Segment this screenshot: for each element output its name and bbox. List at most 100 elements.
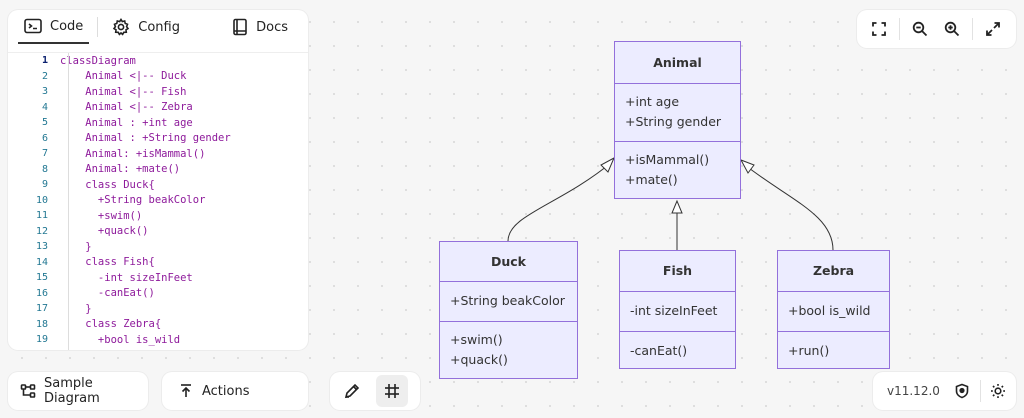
code-text: class Fish{ [60, 256, 155, 269]
expand-icon [985, 21, 1001, 37]
class-zebra-methods: +run() [778, 331, 889, 369]
class-zebra-title: Zebra [812, 263, 855, 278]
tab-config-label: Config [138, 19, 180, 35]
edge-zebra-arrowhead [739, 159, 755, 174]
toolbar-divider [972, 18, 973, 40]
version-label: v11.12.0 [887, 384, 940, 398]
class-duck[interactable]: Duck +String beakColor +swim() +quack() [439, 241, 578, 379]
line-number: 5 [41, 117, 48, 129]
sun-icon [990, 383, 1006, 399]
editor-panel: Code Config Docs 1 classDiagram 2 Animal <… [8, 10, 308, 350]
code-text: +swim() [60, 209, 143, 222]
class-animal-title: Animal [653, 55, 702, 70]
tab-docs-label: Docs [256, 19, 288, 35]
class-attribute: -int sizeInFeet [630, 303, 718, 318]
code-line[interactable]: 5 Animal : +int age [8, 115, 308, 131]
line-number: 19 [35, 334, 48, 346]
code-line[interactable]: 17 } [8, 301, 308, 317]
class-duck-attributes: +String beakColor [440, 281, 577, 321]
code-text: class Duck{ [60, 178, 155, 191]
class-zebra-attributes: +bool is_wild [778, 291, 889, 331]
code-line[interactable]: 4 Animal <|-- Zebra [8, 100, 308, 116]
code-line[interactable]: 15 -int sizeInFeet [8, 270, 308, 286]
class-fish-attributes: -int sizeInFeet [620, 291, 735, 331]
code-line[interactable]: 8 Animal: +mate() [8, 162, 308, 178]
edge-duck-arrowhead [600, 156, 616, 173]
line-number: 1 [41, 55, 48, 67]
code-line[interactable]: 1 classDiagram [8, 53, 308, 69]
sample-diagram-button[interactable]: Sample Diagram [8, 372, 148, 410]
code-line[interactable]: 16 -canEat() [8, 286, 308, 302]
code-text: Animal <|-- Zebra [60, 101, 193, 114]
zoom-in-button[interactable] [936, 13, 968, 45]
tab-config[interactable]: Config [106, 10, 186, 44]
tab-divider [97, 17, 99, 37]
upload-arrow-icon [178, 383, 194, 399]
tab-code[interactable]: Code [18, 10, 90, 44]
class-duck-methods: +swim() +quack() [440, 321, 577, 378]
code-text: Animal: +isMammal() [60, 147, 206, 160]
line-number: 16 [35, 287, 48, 299]
code-line[interactable]: 13 } [8, 239, 308, 255]
code-text: +quack() [60, 225, 149, 238]
class-attribute: +int age [625, 94, 680, 109]
code-text: Animal : +int age [60, 116, 193, 129]
line-number: 12 [35, 225, 48, 237]
code-line[interactable]: 6 Animal : +String gender [8, 131, 308, 147]
tab-docs[interactable]: Docs [226, 10, 294, 44]
code-line[interactable]: 14 class Fish{ [8, 255, 308, 271]
pen-icon [343, 382, 361, 400]
pen-button[interactable] [336, 375, 368, 407]
class-attribute: +String gender [625, 114, 722, 129]
zoom-out-button[interactable] [904, 13, 936, 45]
code-line[interactable]: 2 Animal <|-- Duck [8, 69, 308, 85]
class-fish[interactable]: Fish -int sizeInFeet -canEat() [619, 250, 736, 369]
class-attribute: +String beakColor [450, 293, 565, 308]
code-line[interactable]: 18 class Zebra{ [8, 317, 308, 333]
editor-tabs: Code Config Docs [8, 10, 308, 44]
code-text: } [60, 240, 92, 253]
shield-icon [954, 383, 970, 399]
class-animal[interactable]: Animal +int age +String gender +isMammal… [614, 41, 741, 199]
code-text: +run() [48, 349, 136, 350]
line-number: 7 [41, 148, 48, 160]
class-method: +mate() [625, 172, 678, 187]
code-line[interactable]: 19 +bool is_wild [8, 332, 308, 348]
sample-diagram-label: Sample Diagram [44, 376, 100, 406]
view-toolbar [857, 10, 1016, 48]
line-number: 4 [41, 101, 48, 113]
code-line[interactable]: 10 +String beakColor [8, 193, 308, 209]
code-line[interactable]: 20 +run() [8, 348, 308, 350]
actions-button[interactable]: Actions [162, 372, 308, 410]
line-number: 18 [35, 318, 48, 330]
gear-icon [112, 18, 130, 36]
code-text: +bool is_wild [60, 333, 181, 346]
class-attribute: +bool is_wild [788, 303, 871, 318]
diagram-nodes-icon [20, 383, 36, 399]
code-text: class Zebra{ [60, 318, 162, 331]
privacy-button[interactable] [948, 375, 976, 407]
code-line[interactable]: 11 +swim() [8, 208, 308, 224]
class-method: +run() [788, 343, 830, 358]
zoom-out-icon [912, 21, 928, 37]
code-line[interactable]: 12 +quack() [8, 224, 308, 240]
code-line[interactable]: 3 Animal <|-- Fish [8, 84, 308, 100]
fit-view-button[interactable] [863, 13, 895, 45]
theme-toggle-button[interactable] [984, 375, 1012, 407]
code-line[interactable]: 9 class Duck{ [8, 177, 308, 193]
grid-button[interactable] [376, 375, 408, 407]
toolbar-divider [979, 380, 981, 402]
code-text: } [60, 302, 92, 315]
code-line[interactable]: 7 Animal: +isMammal() [8, 146, 308, 162]
code-window-icon [24, 18, 42, 34]
edge-zebra-animal [744, 164, 834, 251]
class-zebra[interactable]: Zebra +bool is_wild +run() [777, 250, 890, 369]
status-toolbar: v11.12.0 [873, 372, 1016, 410]
class-duck-title: Duck [491, 254, 526, 269]
toolbar-divider [899, 18, 900, 40]
code-text: Animal: +mate() [60, 163, 181, 176]
class-method: -canEat() [630, 343, 688, 358]
expand-button[interactable] [977, 13, 1009, 45]
code-text: classDiagram [60, 54, 136, 67]
